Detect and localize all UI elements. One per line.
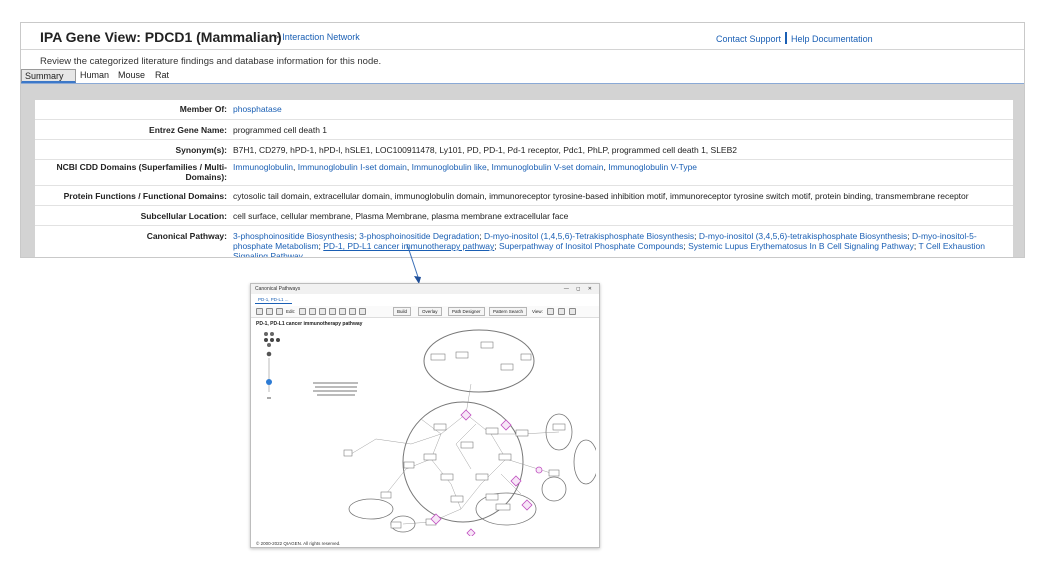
pathway-window: Canonical Pathways — ◻ ✕ PD-1, PD-L1 ...… — [250, 283, 600, 548]
row-subcellular: Subcellular Location: cell surface, cell… — [35, 206, 1013, 226]
canonical-values: 3-phosphoinositide Biosynthesis; 3-phosp… — [233, 231, 1007, 258]
entrez-label: Entrez Gene Name: — [149, 125, 227, 135]
row-canonical: Canonical Pathway: 3-phosphoinositide Bi… — [35, 226, 1013, 258]
member-of-label: Member Of: — [179, 104, 227, 114]
pathway-link-pd1[interactable]: PD-1, PD-L1 cancer immunotherapy pathway — [323, 241, 495, 251]
ncbi-domain-link[interactable]: Immunoglobulin like — [411, 162, 487, 172]
save-icon[interactable] — [256, 308, 263, 315]
path-designer-button[interactable]: Path Designer — [448, 307, 485, 316]
ncbi-domain-link[interactable]: Immunoglobulin V-set domain — [491, 162, 604, 172]
link-divider — [785, 32, 788, 44]
build-button[interactable]: Build — [393, 307, 412, 316]
canonical-label: Canonical Pathway: — [146, 231, 227, 241]
pathway-tab[interactable]: PD-1, PD-L1 ... — [255, 295, 292, 304]
arrow-right-icon: > — [274, 32, 280, 42]
ncbi-domain-link[interactable]: Immunoglobulin I-set domain — [297, 162, 407, 172]
member-of-value[interactable]: phosphatase — [233, 104, 282, 114]
top-right-links: Contact Support Help Documentation — [716, 32, 873, 44]
ncbi-domain-link[interactable]: Immunoglobulin V-Type — [608, 162, 698, 172]
ncbi-values: Immunoglobulin, Immunoglobulin I-set dom… — [233, 162, 698, 172]
protein-functions-value: cytosolic tail domain, extracellular dom… — [233, 191, 969, 201]
pathway-link[interactable]: 3-phosphoinositide Biosynthesis — [233, 231, 355, 241]
pathway-link[interactable]: D-myo-inositol (3,4,5,6)-tetrakisphospha… — [698, 231, 908, 241]
tab-summary[interactable]: Summary — [21, 69, 76, 83]
edit-label: Edit: — [286, 309, 296, 314]
overlay-button[interactable]: Overlay — [418, 307, 442, 316]
delete-icon[interactable] — [329, 308, 336, 315]
synonyms-label: Synonym(s): — [175, 145, 227, 155]
row-member-of: Member Of: phosphatase — [35, 100, 1013, 120]
ncbi-domain-link[interactable]: Immunoglobulin — [233, 162, 294, 172]
help-documentation-link[interactable]: Help Documentation — [791, 34, 873, 44]
pathway-link[interactable]: T Cell Exhaustion Signaling Pathway — [233, 241, 985, 258]
summary-panel: Member Of: phosphatase Entrez Gene Name:… — [21, 84, 1024, 258]
redo-icon[interactable] — [349, 308, 356, 315]
tab-rat[interactable]: Rat — [155, 70, 170, 80]
refresh-icon[interactable] — [299, 308, 306, 315]
subcellular-label: Subcellular Location: — [140, 211, 227, 221]
share-icon[interactable] — [266, 308, 273, 315]
gene-info-table: Member Of: phosphatase Entrez Gene Name:… — [35, 100, 1013, 258]
pathway-link[interactable]: D-myo-inositol-5-phosphate Metabolism — [233, 231, 977, 251]
grid-icon[interactable] — [558, 308, 565, 315]
undo-icon[interactable] — [339, 308, 346, 315]
row-ncbi: NCBI CDD Domains (Superfamilies / Multi-… — [35, 160, 1013, 186]
row-entrez: Entrez Gene Name: programmed cell death … — [35, 120, 1013, 140]
zoom-controls[interactable] — [257, 330, 287, 410]
view-label: View: — [532, 309, 543, 314]
export-icon[interactable] — [276, 308, 283, 315]
species-tabs: Summary Human Mouse Rat — [21, 69, 1024, 84]
ncbi-label: NCBI CDD Domains (Superfamilies / Multi-… — [56, 162, 228, 182]
pathway-diagram[interactable] — [291, 324, 596, 536]
row-synonyms: Synonym(s): B7H1, CD279, hPD-1, hPD-l, h… — [35, 140, 1013, 160]
pathway-toolbar: Edit: Build Overlay Path Designer Patter… — [251, 306, 599, 318]
pathway-link[interactable]: 3-phosphoinositide Degradation — [359, 231, 480, 241]
protein-functions-label: Protein Functions / Functional Domains: — [63, 191, 227, 201]
paste-icon[interactable] — [319, 308, 326, 315]
page-description: Review the categorized literature findin… — [40, 56, 382, 67]
row-protein-functions: Protein Functions / Functional Domains: … — [35, 186, 1013, 206]
pathway-heading: PD-1, PD-L1 cancer immunotherapy pathway — [256, 321, 363, 327]
pathway-link[interactable]: Superpathway of Inositol Phosphate Compo… — [499, 241, 684, 251]
contact-support-link[interactable]: Contact Support — [716, 34, 782, 44]
pathway-window-title: Canonical Pathways — [251, 284, 599, 294]
gene-view-panel: IPA Gene View: PDCD1 (Mammalian) >Intera… — [20, 22, 1025, 258]
interaction-network-link[interactable]: Interaction Network — [282, 32, 360, 42]
window-controls[interactable]: — ◻ ✕ — [563, 286, 595, 292]
entrez-value: programmed cell death 1 — [233, 125, 328, 135]
pattern-search-button[interactable]: Pattern Search — [489, 307, 528, 316]
pathway-link[interactable]: D-myo-inositol (1,4,5,6)-Tetrakisphospha… — [483, 231, 695, 241]
subcellular-value: cell surface, cellular membrane, Plasma … — [233, 211, 569, 221]
settings-icon[interactable] — [569, 308, 576, 315]
synonyms-value: B7H1, CD279, hPD-1, hPD-l, hSLE1, LOC100… — [233, 145, 737, 155]
copy-icon[interactable] — [309, 308, 316, 315]
tab-underline — [21, 83, 1024, 84]
pathway-link[interactable]: Systemic Lupus Erythematosus In B Cell S… — [688, 241, 914, 251]
fit-view-icon[interactable] — [547, 308, 554, 315]
tab-mouse[interactable]: Mouse — [118, 70, 146, 80]
tab-human[interactable]: Human — [80, 70, 110, 80]
title-bar: IPA Gene View: PDCD1 (Mammalian) >Intera… — [21, 23, 1024, 50]
interaction-network-link-wrap: >Interaction Network — [274, 32, 360, 42]
search-icon[interactable] — [359, 308, 366, 315]
copyright-text: © 2000-2022 QIAGEN. All rights reserved. — [256, 541, 341, 546]
page-title: IPA Gene View: PDCD1 (Mammalian) — [40, 29, 282, 45]
